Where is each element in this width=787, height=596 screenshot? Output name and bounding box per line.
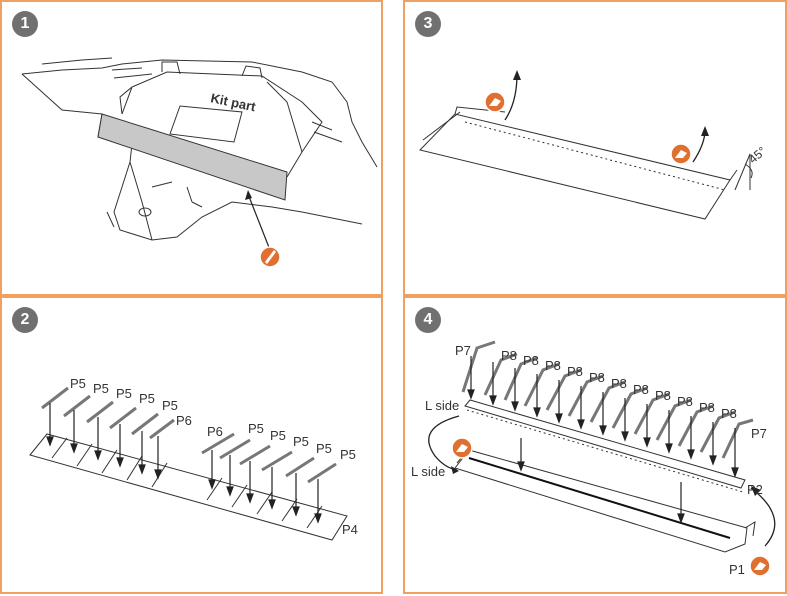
part-label: P5 — [248, 421, 264, 436]
bend-tool-icon — [451, 437, 473, 459]
part-label: P5 — [162, 398, 178, 413]
step-3-panel: 3 45° — [403, 0, 787, 296]
part-label: P8 — [611, 376, 627, 391]
part-label: P8 — [633, 382, 649, 397]
part-label: P8 — [655, 388, 671, 403]
angle-label: 45° — [746, 144, 769, 167]
part-label: P8 — [567, 364, 583, 379]
part-label: P5 — [139, 391, 155, 406]
step-3-diagram: 45° — [419, 70, 769, 220]
part-label: P5 — [316, 441, 332, 456]
step-4-diagram: P7 P8 P8 P8 P8 P8 P8 P8 P8 P8 P8 P8 P8 P… — [411, 340, 776, 577]
part-label: P5 — [270, 428, 286, 443]
part-label: P8 — [699, 400, 715, 415]
part-label: P5 — [116, 386, 132, 401]
step-3-badge: 3 — [415, 11, 441, 37]
l-side-label: L side — [425, 398, 459, 413]
part-label: P7 — [455, 343, 471, 358]
bend-tool-icon — [670, 143, 692, 165]
part-label: P8 — [721, 406, 737, 421]
step-1-panel: 1 Kit part — [0, 0, 383, 296]
part-label: P1 — [729, 562, 745, 577]
part-label: P6 — [207, 424, 223, 439]
part-label: P6 — [176, 413, 192, 428]
step-2-panel: 2 P5 P5 P5 P5 P5 P6 — [0, 296, 383, 594]
step-4-badge: 4 — [415, 307, 441, 333]
part-label: P2 — [747, 482, 763, 497]
l-side-label: L side — [411, 464, 445, 479]
part-label: P5 — [340, 447, 356, 462]
step-2-diagram: P5 P5 P5 P5 P5 P6 P6 P5 P5 P5 P5 P5 P4 — [29, 376, 358, 541]
part-label: P8 — [501, 348, 517, 363]
part-label: P8 — [545, 358, 561, 373]
step-1-diagram: Kit part — [21, 57, 378, 268]
bend-tool-icon — [484, 91, 506, 113]
part-label: P7 — [751, 426, 767, 441]
part-label: P5 — [293, 434, 309, 449]
part-label: P8 — [589, 370, 605, 385]
bend-tool-icon — [749, 555, 771, 577]
part-label: P8 — [523, 353, 539, 368]
step-2-badge: 2 — [12, 307, 38, 333]
step-4-panel: 4 — [403, 296, 787, 594]
part-label: P5 — [93, 381, 109, 396]
part-label: P4 — [342, 522, 358, 537]
hobby-knife-icon — [259, 246, 281, 268]
part-label: P5 — [70, 376, 86, 391]
part-label: P8 — [677, 394, 693, 409]
step-1-badge: 1 — [12, 11, 38, 37]
